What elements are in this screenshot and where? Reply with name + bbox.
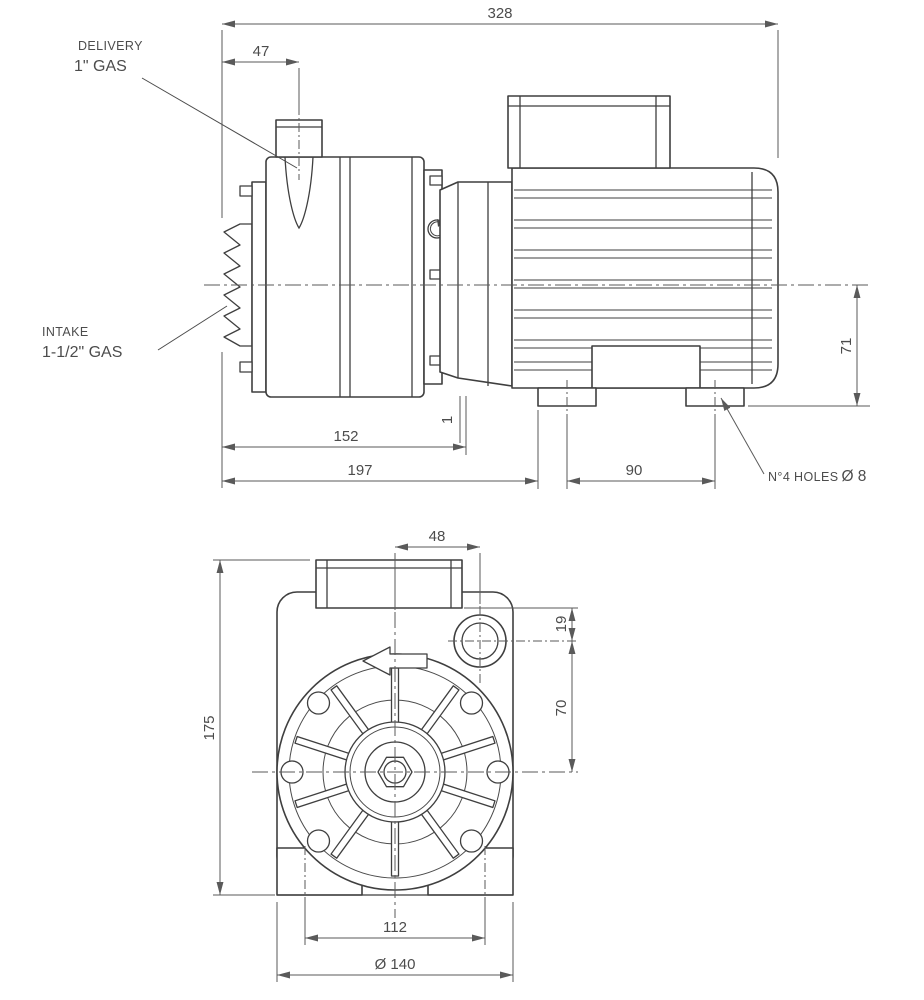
intake-leader-line bbox=[157, 305, 228, 351]
dim-base-width-value: Ø 140 bbox=[375, 956, 416, 973]
terminal-box bbox=[507, 95, 671, 169]
dim-delivery-offset-value: 47 bbox=[253, 43, 270, 60]
intake-label-line2: 1-1/2" GAS bbox=[42, 344, 122, 361]
dim-feet-spacing: 90 bbox=[566, 414, 716, 489]
cover-bolt-top bbox=[239, 185, 253, 197]
side-view: 328 47 152 1 197 90 bbox=[42, 5, 872, 489]
holes-note-dia: Ø 8 bbox=[841, 468, 866, 485]
intake-label-line1: INTAKE bbox=[42, 325, 89, 339]
dim-port-offset-value: 48 bbox=[429, 528, 446, 545]
dim-port-drop-value: 19 bbox=[553, 616, 570, 633]
mounting-feet bbox=[537, 380, 745, 414]
delivery-label: DELIVERY 1" GAS bbox=[74, 39, 298, 169]
dim-port-to-axis-value: 70 bbox=[553, 700, 570, 717]
dim-pump-head-length: 152 bbox=[222, 396, 467, 455]
motor-adapter bbox=[439, 181, 513, 387]
pump-cover-plate bbox=[251, 181, 267, 393]
dim-feet-spacing-value: 90 bbox=[626, 462, 643, 479]
front-centerlines bbox=[252, 606, 578, 918]
dim-foot-hole-spacing: 112 bbox=[304, 902, 486, 945]
dim-pump-head-length-value: 152 bbox=[333, 428, 358, 445]
delivery-leader-line bbox=[141, 77, 298, 169]
dim-port-to-axis: 70 bbox=[553, 641, 576, 772]
dim-port-drop: 19 bbox=[464, 607, 578, 641]
dim-front-to-feet-value: 197 bbox=[347, 462, 372, 479]
delivery-label-line1: DELIVERY bbox=[78, 39, 143, 53]
dim-axis-height-value: 71 bbox=[838, 338, 855, 355]
motor-body bbox=[511, 167, 779, 389]
pump-housing bbox=[265, 156, 425, 398]
dim-axis-height: 71 bbox=[748, 285, 870, 407]
dim-total-height: 175 bbox=[201, 559, 310, 896]
delivery-port bbox=[275, 106, 323, 230]
dim-front-to-feet: 197 bbox=[222, 410, 539, 489]
dim-gap-value: 1 bbox=[439, 416, 456, 424]
terminal-box-front bbox=[315, 559, 463, 609]
dim-total-length-value: 328 bbox=[487, 5, 512, 22]
dim-port-offset: 48 bbox=[394, 528, 481, 610]
dim-gap: 1 bbox=[439, 396, 461, 443]
intake-label: INTAKE 1-1/2" GAS bbox=[42, 305, 228, 361]
front-view: 48 19 70 175 112 bbox=[201, 528, 578, 982]
holes-note-label: N°4 HOLES bbox=[768, 470, 838, 484]
cover-bolt-bottom bbox=[239, 361, 253, 373]
motor-foot-boss bbox=[591, 345, 701, 389]
dim-total-height-value: 175 bbox=[201, 715, 218, 740]
dim-base-width: Ø 140 bbox=[276, 902, 514, 982]
delivery-label-line2: 1" GAS bbox=[74, 58, 127, 75]
dim-foot-hole-spacing-value: 112 bbox=[383, 919, 407, 936]
dim-delivery-offset: 47 bbox=[222, 43, 300, 112]
